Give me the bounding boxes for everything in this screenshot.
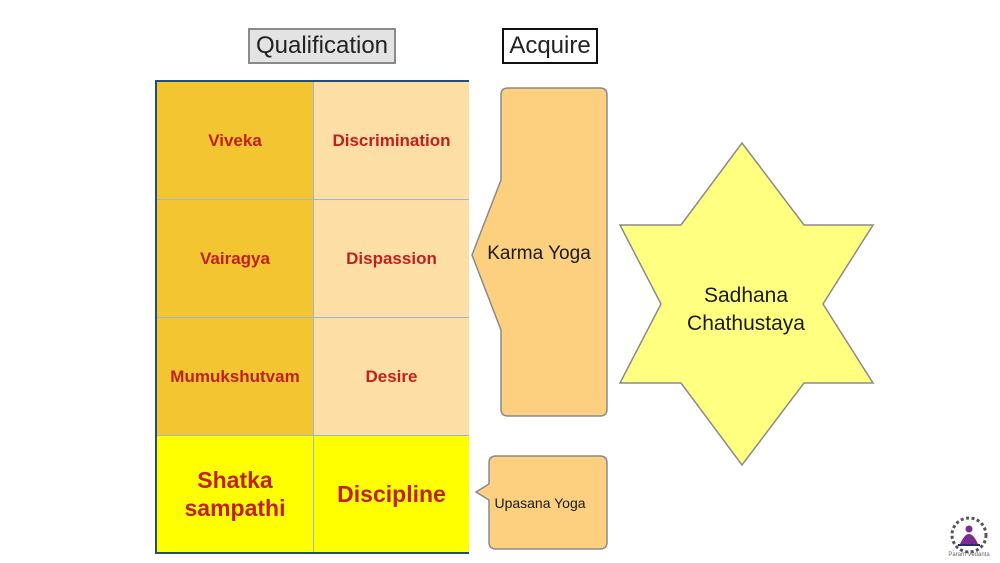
table-cell-meaning: Desire [314,318,469,436]
star-label-line1: Sadhana [704,284,788,307]
sadhana-star [618,141,875,467]
upasana-yoga-label: Upasana Yoga [494,495,585,511]
acquire-header: Acquire [502,28,598,64]
table-cell-term: Viveka [157,82,314,200]
logo-caption: Param Vedanta [948,552,990,558]
karma-yoga-label: Karma Yoga [487,243,591,264]
star-label-line2: Chathustaya [687,312,805,335]
qualification-table: Viveka Discrimination Vairagya Dispassio… [155,80,469,554]
qualification-header: Qualification [248,28,396,64]
vedanta-logo-icon [950,516,988,554]
table-cell-term: Mumukshutvam [157,318,314,436]
table-cell-term-highlight: Shatka sampathi [157,436,314,552]
table-cell-meaning-highlight: Discipline [314,436,469,552]
upasana-yoga-callout [474,455,608,550]
table-cell-meaning: Dispassion [314,200,469,318]
table-cell-meaning: Discrimination [314,82,469,200]
table-cell-term: Vairagya [157,200,314,318]
karma-yoga-callout [471,87,608,417]
